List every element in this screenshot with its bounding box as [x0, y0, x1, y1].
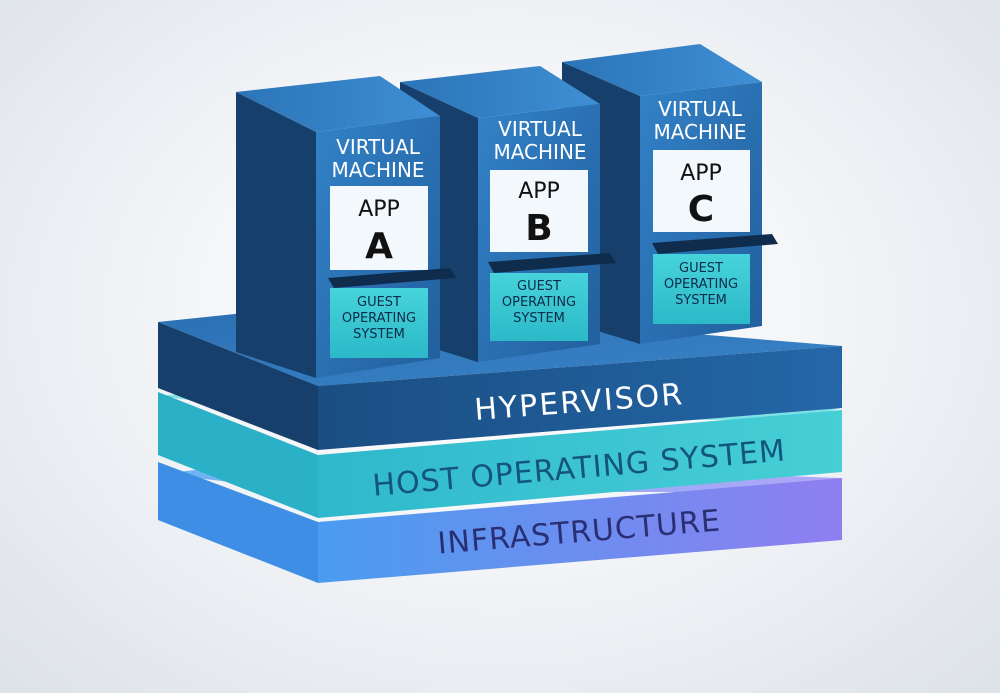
- vm-c-top-face: [562, 44, 762, 96]
- vm-a-app-letter: A: [365, 226, 393, 267]
- vm-c-guest-line2: OPERATING: [664, 277, 738, 292]
- vm-c-shelf: [652, 234, 778, 254]
- vm-b-app-panel: [490, 170, 588, 252]
- virtual-machine-a: VIRTUAL MACHINE APP A GUEST OPERATING SY…: [236, 76, 456, 378]
- vm-a-title-line2: MACHINE: [331, 158, 424, 182]
- host-os-front-face: [318, 410, 842, 518]
- vm-c-guest-line3: SYSTEM: [675, 293, 727, 308]
- vm-c-app-letter: C: [688, 189, 714, 230]
- vm-c-guest-os-panel: [653, 254, 750, 324]
- host-os-left-face: [158, 392, 318, 518]
- vm-b-guest-os-panel: [490, 273, 588, 341]
- vm-b-guest-line3: SYSTEM: [513, 311, 565, 326]
- infrastructure-front-face: [318, 478, 842, 583]
- vm-b-app-word: APP: [518, 179, 560, 204]
- infrastructure-left-face: [158, 462, 318, 583]
- vm-b-title-line1: VIRTUAL: [498, 117, 583, 141]
- vm-c-app-word: APP: [680, 161, 722, 186]
- vm-a-title-line1: VIRTUAL: [336, 135, 421, 159]
- vm-c-guest-line1: GUEST: [679, 261, 723, 276]
- hypervisor-left-face: [158, 322, 318, 450]
- vm-b-shelf: [488, 253, 616, 273]
- vm-a-guest-line1: GUEST: [357, 295, 401, 310]
- vm-a-top-face: [236, 76, 440, 132]
- vm-c-app-panel: [653, 150, 750, 232]
- vm-b-title-line2: MACHINE: [493, 140, 586, 164]
- vm-a-guest-os-panel: [330, 288, 428, 358]
- vm-a-guest-line2: OPERATING: [342, 311, 416, 326]
- vm-a-side-face: [236, 92, 316, 378]
- vm-a-app-word: APP: [358, 197, 400, 222]
- vm-a-guest-line3: SYSTEM: [353, 327, 405, 342]
- hypervisor-front-face: [318, 346, 842, 450]
- vm-b-top-face: [400, 66, 600, 118]
- vm-b-guest-line2: OPERATING: [502, 295, 576, 310]
- vm-b-guest-line1: GUEST: [517, 279, 561, 294]
- vm-c-title-line2: MACHINE: [653, 120, 746, 144]
- vm-a-shelf: [328, 268, 456, 288]
- vm-c-title-line1: VIRTUAL: [658, 97, 743, 121]
- vm-a-app-panel: [330, 186, 428, 270]
- vm-b-app-letter: B: [525, 208, 552, 249]
